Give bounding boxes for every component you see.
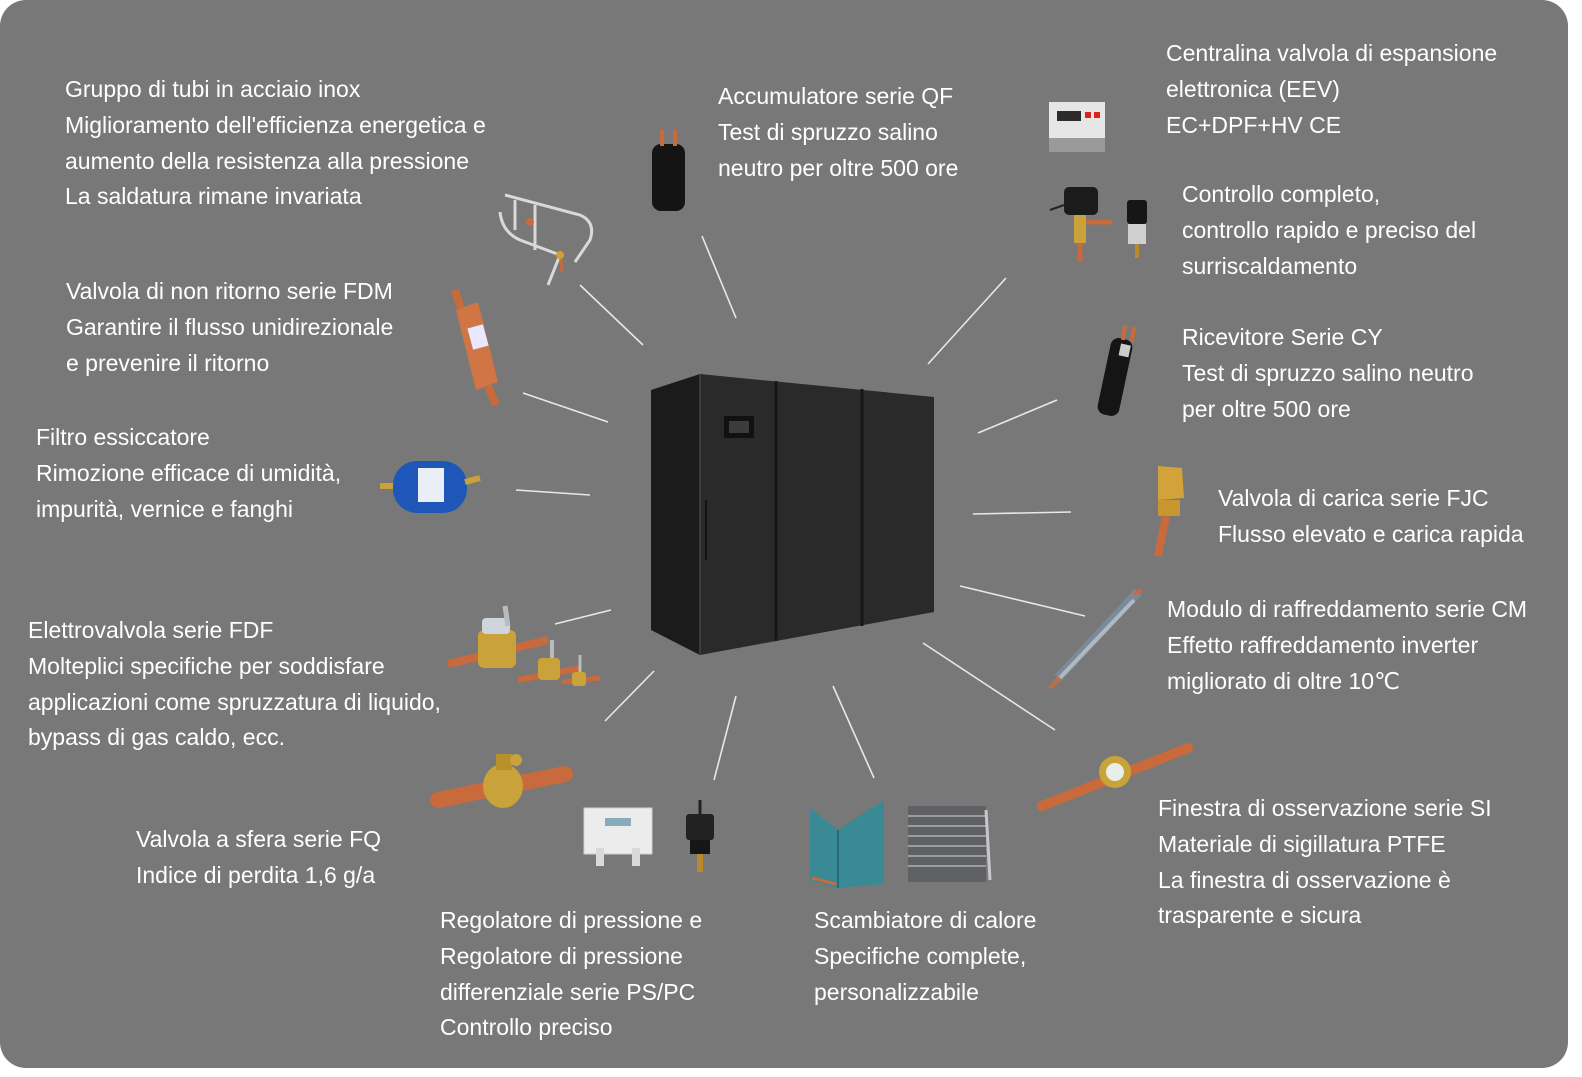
label-line: Materiale di sigillatura PTFE: [1158, 830, 1446, 857]
stainless-tube-assembly-icon: [498, 193, 594, 286]
connector-stainless-tubes: [579, 284, 644, 346]
label-line: Modulo di raffreddamento serie CM: [1167, 596, 1528, 622]
heat-exchanger-icon: [810, 800, 992, 888]
sight-glass-icon: [1037, 743, 1193, 811]
label-line: Controllo completo,: [1182, 181, 1381, 207]
connector-pressure-regulator: [713, 695, 737, 781]
receiver-icon: [1097, 324, 1136, 416]
label-line: elettronica (EEV): [1166, 75, 1340, 102]
connector-check-valve: [522, 392, 609, 423]
label-line: Valvola di carica serie FJC: [1218, 485, 1489, 511]
label-line: differenziale serie PS/PC: [440, 978, 696, 1005]
label-pressure-regulator: Regolatore di pressione e Regolatore di …: [440, 903, 702, 1046]
label-accumulator: Accumulatore serie QF Test di spruzzo sa…: [718, 79, 958, 186]
label-filter-drier: Filtro essiccatore Rimozione efficace di…: [36, 420, 341, 527]
expansion-valve-icon: [1049, 187, 1147, 262]
connector-accumulator: [701, 235, 737, 319]
label-charge-valve: Valvola di carica serie FJC Flusso eleva…: [1218, 481, 1524, 553]
label-line: Indice di perdita 1,6 g/a: [136, 861, 376, 888]
pressure-regulator-icon: [583, 800, 714, 872]
solenoid-valve-icon: [447, 605, 601, 686]
charge-valve-icon: [1154, 466, 1184, 557]
label-line: surriscaldamento: [1182, 252, 1358, 279]
label-line: Test di spruzzo salino neutro: [1182, 359, 1474, 386]
connector-sight-glass: [922, 642, 1056, 731]
label-line: Garantire il flusso unidirezionale: [66, 313, 394, 340]
label-line: Valvola di non ritorno serie FDM: [66, 278, 393, 304]
label-line: Controllo preciso: [440, 1014, 613, 1041]
filter-drier-icon: [380, 461, 481, 513]
label-line: Scambiatore di calore: [814, 907, 1037, 933]
label-line: Specifiche complete,: [814, 942, 1027, 969]
label-line: Miglioramento dell'efficienza energetica…: [65, 111, 486, 138]
label-line: Ricevitore Serie CY: [1182, 324, 1383, 350]
label-line: EC+DPF+HV CE: [1166, 111, 1342, 138]
label-line: trasparente e sicura: [1158, 902, 1362, 929]
label-line: Flusso elevato e carica rapida: [1218, 520, 1524, 547]
label-line: Centralina valvola di espansione: [1166, 40, 1498, 66]
label-line: Accumulatore serie QF: [718, 83, 954, 109]
connector-eev-valve: [927, 277, 1007, 365]
label-heat-exchanger: Scambiatore di calore Specifiche complet…: [814, 903, 1036, 1010]
eev-controller-icon: [1049, 102, 1105, 152]
connector-charge-valve: [972, 511, 1072, 515]
label-line: aumento della resistenza alla pressione: [65, 147, 470, 174]
label-line: Elettrovalvola serie FDF: [28, 617, 274, 643]
label-line: Filtro essiccatore: [36, 424, 210, 450]
label-eev-valve: Controllo completo, controllo rapido e p…: [1182, 177, 1476, 284]
label-line: Effetto raffreddamento inverter: [1167, 631, 1479, 658]
label-stainless-tubes: Gruppo di tubi in acciaio inox Miglioram…: [65, 72, 486, 215]
label-line: bypass di gas caldo, ecc.: [28, 724, 285, 751]
label-check-valve: Valvola di non ritorno serie FDM Garanti…: [66, 274, 393, 381]
label-line: applicazioni come spruzzatura di liquido…: [28, 688, 441, 715]
check-valve-icon: [451, 288, 500, 407]
label-line: La finestra di osservazione è: [1158, 866, 1451, 893]
label-line: Rimozione efficace di umidità,: [36, 459, 342, 486]
label-line: Regolatore di pressione: [440, 942, 683, 969]
label-line: Valvola a sfera serie FQ: [136, 826, 382, 852]
label-line: La saldatura rimane invariata: [65, 183, 362, 210]
label-line: Molteplici specifiche per soddisfare: [28, 652, 385, 679]
label-line: migliorato di oltre 10℃: [1167, 667, 1400, 694]
connector-heat-exchanger: [832, 685, 875, 779]
accumulator-icon: [652, 130, 685, 211]
label-line: impurità, vernice e fanghi: [36, 495, 293, 522]
label-line: neutro per oltre 500 ore: [718, 154, 959, 181]
label-line: Test di spruzzo salino: [718, 118, 938, 145]
cooling-module-icon: [1048, 588, 1143, 690]
label-line: Gruppo di tubi in acciaio inox: [65, 76, 361, 102]
label-sight-glass: Finestra di osservazione serie SI Materi…: [1158, 791, 1492, 934]
connector-ball-valve: [604, 670, 655, 722]
label-solenoid-valve: Elettrovalvola serie FDF Molteplici spec…: [28, 613, 441, 756]
label-line: per oltre 500 ore: [1182, 395, 1351, 422]
label-ball-valve: Valvola a sfera serie FQ Indice di perdi…: [136, 822, 381, 894]
label-cooling-module: Modulo di raffreddamento serie CM Effett…: [1167, 592, 1527, 699]
label-line: controllo rapido e preciso del: [1182, 216, 1477, 243]
connector-solenoid-valve: [554, 609, 612, 625]
label-line: e prevenire il ritorno: [66, 349, 270, 376]
ball-valve-icon: [430, 754, 573, 808]
connector-cooling-module: [959, 585, 1086, 617]
label-line: Finestra di osservazione serie SI: [1158, 795, 1492, 821]
connector-receiver: [977, 399, 1058, 434]
label-line: personalizzabile: [814, 978, 979, 1005]
connector-filter-drier: [515, 489, 591, 496]
label-eev-controller: Centralina valvola di espansione elettro…: [1166, 36, 1497, 143]
label-line: Regolatore di pressione e: [440, 907, 703, 933]
label-receiver: Ricevitore Serie CY Test di spruzzo sali…: [1182, 320, 1474, 427]
